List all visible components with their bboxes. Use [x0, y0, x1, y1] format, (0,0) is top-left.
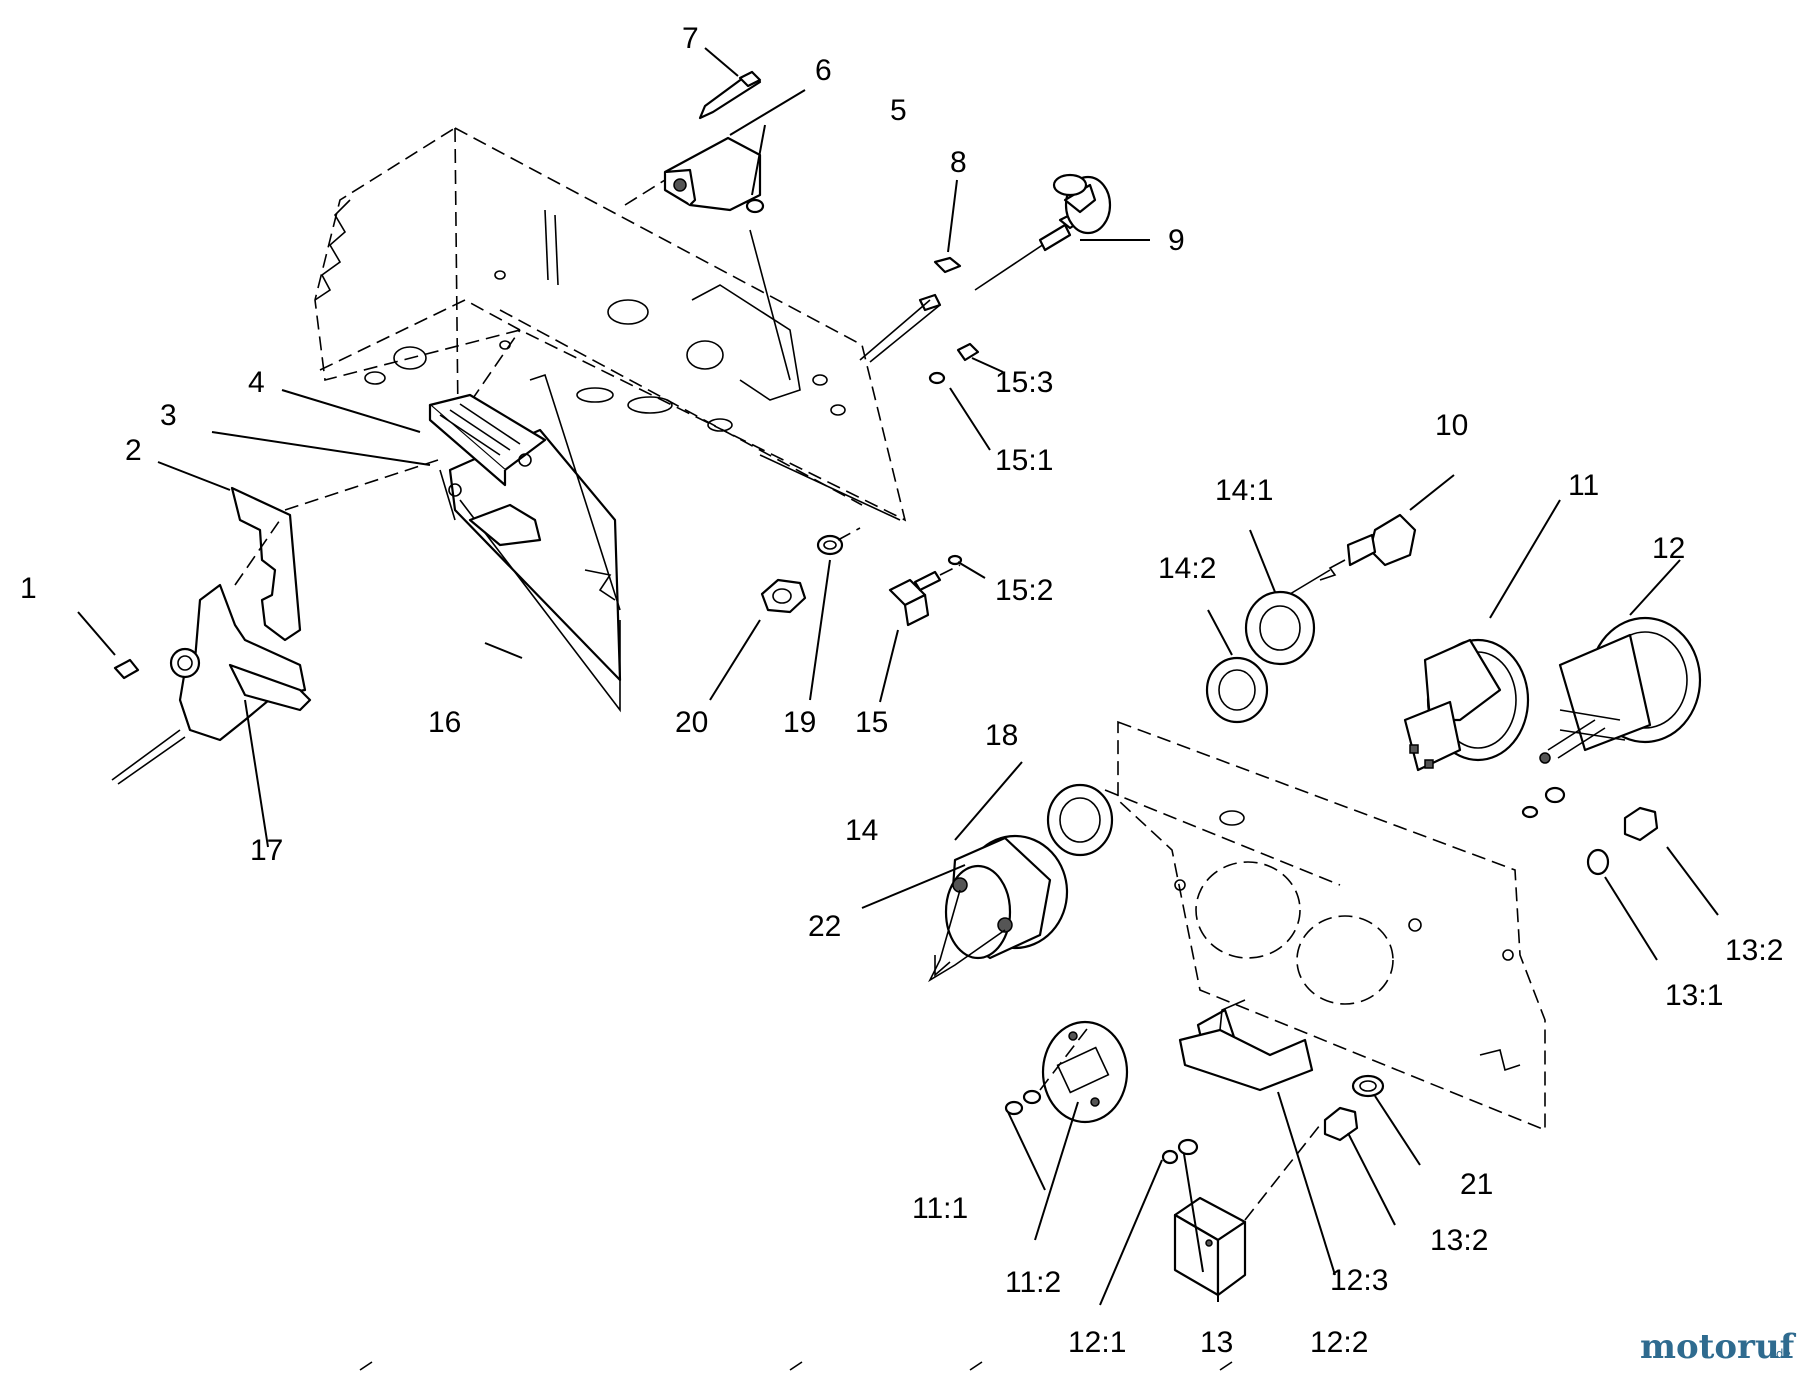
callout-15: 15 — [855, 706, 888, 739]
callout-13: 13 — [1200, 1326, 1233, 1359]
callout-4: 4 — [248, 366, 265, 399]
bottom-edge-marks — [359, 1361, 1233, 1371]
washers-15 — [928, 342, 980, 566]
watermark-logo: motoruf .de — [1640, 1327, 1797, 1367]
nut-20-washer-19 — [760, 527, 861, 614]
callout-19: 19 — [783, 706, 816, 739]
main-bracket-housing — [314, 127, 907, 522]
callout-14-2: 14:2 — [1158, 552, 1216, 585]
bolt-and-knob — [624, 70, 762, 212]
callout-1: 1 — [20, 572, 37, 605]
callout-15-1: 15:1 — [995, 444, 1053, 477]
callout-15-3: 15:3 — [995, 366, 1053, 399]
dash-panel — [1104, 720, 1546, 1132]
gauge-11 — [1403, 638, 1530, 772]
nut-5 — [745, 198, 791, 381]
callout-21: 21 — [1460, 1168, 1493, 1201]
bezel-11-2 — [1004, 1020, 1129, 1124]
callout-20: 20 — [675, 706, 708, 739]
watermark-suffix: .de — [1772, 1347, 1791, 1361]
hour-meter-12 — [1539, 616, 1702, 764]
callout-5: 5 — [890, 94, 907, 127]
callout-9: 9 — [1168, 224, 1185, 257]
callout-11: 11 — [1568, 469, 1599, 502]
callout-12-3: 12:3 — [1330, 1264, 1388, 1297]
throttle-lever-assembly — [111, 459, 439, 785]
callout-14-1: 14:1 — [1215, 474, 1273, 507]
callout-11-2: 11:2 — [1005, 1266, 1061, 1299]
callout-16: 16 — [428, 706, 461, 739]
callout-7: 7 — [682, 22, 699, 55]
callout-14: 14 — [845, 814, 878, 847]
hardware-bottom — [1161, 1074, 1385, 1165]
callout-15-2: 15:2 — [995, 574, 1053, 607]
callout-17: 17 — [250, 834, 283, 867]
hardware-13-right — [1521, 786, 1659, 876]
callout-12-2: 12:2 — [1310, 1326, 1368, 1359]
choke-cable — [859, 173, 1112, 363]
callout-12-1: 12:1 — [1068, 1326, 1126, 1359]
ignition-key — [1279, 513, 1417, 601]
callout-13-2-bottom: 13:2 — [1430, 1224, 1488, 1257]
callout-10: 10 — [1435, 409, 1468, 442]
bracket-12-3 — [1178, 999, 1314, 1092]
callout-labels: 1 2 3 4 5 6 7 8 9 10 11 12 13 14 15 16 1… — [20, 22, 1783, 1359]
callout-6: 6 — [815, 54, 832, 87]
leader-lines — [77, 47, 1719, 1306]
callout-18: 18 — [985, 719, 1018, 752]
callout-11-1: 11:1 — [912, 1192, 968, 1225]
callout-13-2-right: 13:2 — [1725, 934, 1783, 967]
callout-12: 12 — [1652, 532, 1685, 565]
callout-22: 22 — [808, 910, 841, 943]
callout-2: 2 — [125, 434, 142, 467]
key-switch-nut-washer — [1205, 590, 1316, 724]
callout-8: 8 — [950, 146, 967, 179]
callout-3: 3 — [160, 399, 177, 432]
watermark-text: motoruf — [1640, 1327, 1797, 1367]
rear-plate — [448, 373, 622, 713]
hour-counter-14 — [928, 783, 1114, 983]
bolt-15 — [888, 564, 961, 627]
callout-13-1: 13:1 — [1665, 979, 1723, 1012]
switch-assembly — [428, 393, 547, 547]
